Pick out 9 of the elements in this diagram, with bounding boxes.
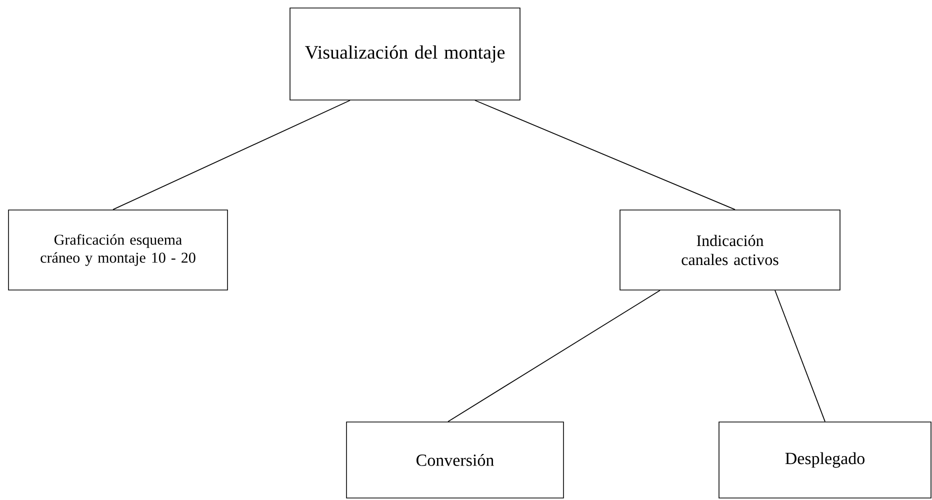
connector-line [448, 290, 660, 422]
connector-line [774, 290, 826, 422]
process-box: Graficación esquema cráneo y montaje 10 - 20 [8, 210, 228, 290]
process-box: Desplegado [718, 422, 932, 498]
process-box: Conversión [346, 422, 564, 498]
process-box: Indicación canales activos [620, 210, 840, 290]
connector-line [474, 100, 736, 210]
connector-line [112, 100, 350, 210]
process-box: Visualización del montaje [290, 8, 520, 100]
